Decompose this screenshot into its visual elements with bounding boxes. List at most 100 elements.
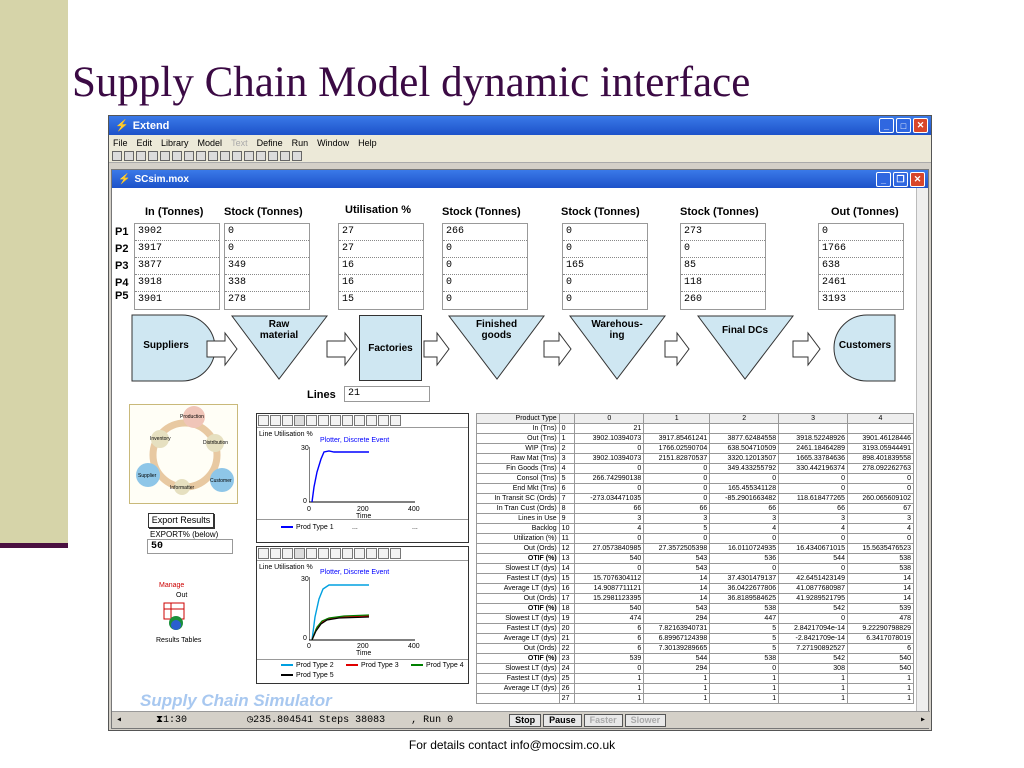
maximize-button[interactable]: □ bbox=[896, 118, 911, 133]
table-cell[interactable]: 66 bbox=[574, 503, 645, 514]
stock-1-value[interactable]: 0 bbox=[225, 224, 309, 241]
out-value[interactable]: 3193 bbox=[822, 294, 847, 305]
table-cell[interactable]: 4 bbox=[574, 523, 645, 534]
results-tables-icon[interactable] bbox=[162, 601, 192, 635]
table-cell[interactable]: 1 bbox=[778, 683, 848, 694]
table-cell[interactable]: 3901.46128446 bbox=[846, 433, 915, 444]
stock-2-value[interactable]: 0 bbox=[443, 275, 527, 292]
table-cell[interactable]: 14 bbox=[643, 573, 711, 584]
table-cell[interactable]: 4 bbox=[846, 523, 915, 534]
in-value[interactable]: 3918 bbox=[135, 275, 219, 292]
table-cell[interactable]: 538 bbox=[846, 553, 915, 564]
table-cell[interactable]: 294 bbox=[643, 613, 711, 624]
stock-4-value[interactable]: 260 bbox=[684, 294, 703, 305]
stop-icon[interactable] bbox=[244, 151, 254, 161]
save-icon[interactable] bbox=[136, 151, 146, 161]
table-cell[interactable]: 0 bbox=[709, 663, 780, 674]
table-cell[interactable]: 15.7076304112 bbox=[574, 573, 645, 584]
table-cell[interactable]: 1 bbox=[709, 683, 780, 694]
plot-tool-icon[interactable] bbox=[294, 548, 305, 559]
table-cell[interactable]: 5 bbox=[709, 643, 780, 654]
table-cell[interactable]: 543 bbox=[643, 563, 711, 574]
plot-tool-icon[interactable] bbox=[378, 415, 389, 426]
table-cell[interactable]: 349.433255792 bbox=[709, 463, 780, 474]
stock-1-value[interactable]: 349 bbox=[225, 258, 309, 275]
table-cell[interactable]: 0 bbox=[643, 533, 711, 544]
plot-tool-icon[interactable] bbox=[342, 548, 353, 559]
menu-library[interactable]: Library bbox=[161, 137, 189, 148]
table-cell[interactable]: 294 bbox=[643, 663, 711, 674]
model-restore-button[interactable]: ❐ bbox=[893, 172, 908, 187]
plot-tool-icon[interactable] bbox=[258, 548, 269, 559]
table-cell[interactable]: 1 bbox=[643, 693, 711, 704]
stock-4-value[interactable]: 0 bbox=[681, 241, 765, 258]
table-cell[interactable]: 542 bbox=[778, 653, 848, 664]
print-icon[interactable] bbox=[148, 151, 158, 161]
table-cell[interactable]: 540 bbox=[846, 663, 915, 674]
table-cell[interactable]: 539 bbox=[846, 603, 915, 614]
stock-1-value[interactable]: 338 bbox=[225, 275, 309, 292]
table-cell[interactable]: 542 bbox=[778, 603, 848, 614]
in-value[interactable]: 3901 bbox=[138, 294, 163, 305]
table-cell[interactable]: 278.092262763 bbox=[846, 463, 915, 474]
stock-3-value[interactable]: 0 bbox=[566, 294, 573, 305]
cut-icon[interactable] bbox=[160, 151, 170, 161]
table-cell[interactable]: 478 bbox=[846, 613, 915, 624]
final-dcs-block[interactable]: Final DCs bbox=[721, 325, 769, 336]
table-cell[interactable]: 66 bbox=[778, 503, 848, 514]
table-cell[interactable]: 36.0422677806 bbox=[709, 583, 780, 594]
stop-button[interactable]: Stop bbox=[509, 713, 542, 727]
export-results-button[interactable]: Export Results bbox=[148, 513, 214, 528]
plot-tool-icon[interactable] bbox=[258, 415, 269, 426]
table-cell[interactable]: 0 bbox=[643, 473, 711, 484]
pattern-icon[interactable] bbox=[292, 151, 302, 161]
table-cell[interactable]: 1 bbox=[574, 683, 645, 694]
table-cell[interactable]: 3320.12013507 bbox=[709, 453, 780, 464]
close-button[interactable]: ✕ bbox=[913, 118, 928, 133]
menu-file[interactable]: File bbox=[113, 137, 128, 148]
utilisation-value[interactable]: 27 bbox=[339, 224, 423, 241]
table-cell[interactable]: 538 bbox=[709, 603, 780, 614]
plot-tool-icon[interactable] bbox=[342, 415, 353, 426]
table-cell[interactable]: 165.455341128 bbox=[709, 483, 780, 494]
stock-2-value[interactable]: 266 bbox=[443, 224, 527, 241]
slower-button[interactable]: Slower bbox=[624, 713, 667, 727]
text-tool-icon[interactable] bbox=[268, 151, 278, 161]
table-cell[interactable]: 14 bbox=[643, 583, 711, 594]
table-cell[interactable]: 540 bbox=[574, 553, 645, 564]
table-cell[interactable]: 7.82163940731 bbox=[643, 623, 711, 634]
table-cell[interactable]: 0 bbox=[778, 473, 848, 484]
menu-text[interactable]: Text bbox=[231, 137, 248, 148]
plot-tool-icon[interactable] bbox=[270, 415, 281, 426]
table-cell[interactable]: 0 bbox=[574, 463, 645, 474]
table-cell[interactable]: 1 bbox=[709, 693, 780, 704]
stock-1-value[interactable]: 278 bbox=[228, 294, 247, 305]
table-cell[interactable]: 3 bbox=[778, 513, 848, 524]
table-cell[interactable]: 6 bbox=[574, 643, 645, 654]
table-cell[interactable]: 3 bbox=[643, 513, 711, 524]
table-cell[interactable]: 1 bbox=[643, 673, 711, 684]
stock-4-value[interactable]: 273 bbox=[681, 224, 765, 241]
out-value[interactable]: 638 bbox=[819, 258, 903, 275]
table-cell[interactable]: 0 bbox=[709, 533, 780, 544]
table-cell[interactable]: 0 bbox=[643, 483, 711, 494]
lines-field[interactable]: 21 bbox=[344, 386, 430, 402]
table-cell[interactable]: 6 bbox=[574, 623, 645, 634]
plot-tool-icon[interactable] bbox=[330, 415, 341, 426]
table-cell[interactable]: 1 bbox=[846, 693, 915, 704]
table-cell[interactable]: 14 bbox=[846, 593, 915, 604]
table-cell[interactable] bbox=[709, 423, 780, 434]
plot-tool-icon[interactable] bbox=[390, 415, 401, 426]
table-cell[interactable] bbox=[778, 423, 848, 434]
open-icon[interactable] bbox=[124, 151, 134, 161]
scroll-right-arrow[interactable]: ▸ bbox=[919, 715, 927, 726]
plot-tool-icon[interactable] bbox=[270, 548, 281, 559]
export-field[interactable]: 50 bbox=[147, 539, 233, 554]
zoom-icon[interactable] bbox=[354, 415, 365, 426]
menu-help[interactable]: Help bbox=[358, 137, 377, 148]
table-cell[interactable]: 1 bbox=[574, 693, 645, 704]
table-cell[interactable]: 3 bbox=[574, 513, 645, 524]
out-value[interactable]: 1766 bbox=[819, 241, 903, 258]
table-cell[interactable]: 1 bbox=[846, 673, 915, 684]
table-cell[interactable]: 7.27190892527 bbox=[778, 643, 848, 654]
